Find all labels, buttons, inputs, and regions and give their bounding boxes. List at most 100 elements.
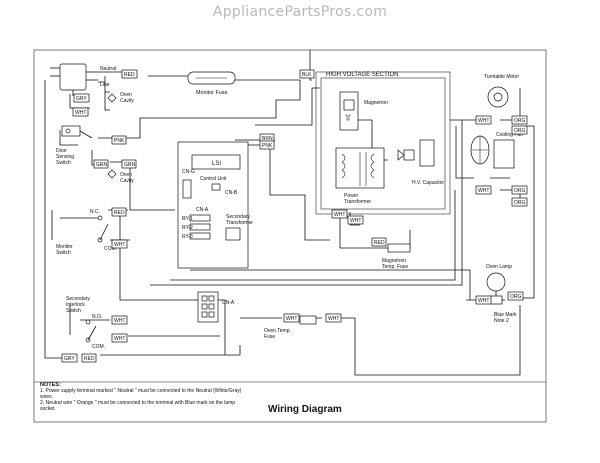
svg-text:WHT: WHT xyxy=(478,298,489,304)
tag-red-hv: RED xyxy=(371,237,387,247)
svg-text:PNK: PNK xyxy=(262,143,273,149)
svg-text:Control Unit: Control Unit xyxy=(200,176,227,182)
svg-text:Sensing: Sensing xyxy=(56,154,74,160)
svg-text:Oven: Oven xyxy=(120,172,132,178)
svg-text:Interlock: Interlock xyxy=(66,302,85,308)
svg-text:WHT: WHT xyxy=(114,242,125,248)
svg-text:Cavity: Cavity xyxy=(120,178,134,184)
tag-gry-top: GRY xyxy=(73,93,90,103)
svg-text:Oven Temp.: Oven Temp. xyxy=(264,328,291,334)
svg-text:WHT: WHT xyxy=(114,336,125,342)
secondary-interlock-switch: N.O. COM. Secondary Interlock Switch xyxy=(66,296,105,350)
tag-pnk-cn: PNK xyxy=(259,140,275,150)
tag-gry-bottom: GRY xyxy=(61,353,78,363)
tag-wht-fuse: WHT xyxy=(325,313,342,323)
svg-text:Neutral: Neutral xyxy=(100,66,116,72)
diagram-frame xyxy=(33,49,547,423)
svg-text:RED: RED xyxy=(114,210,125,216)
diagram-title: Wiring Diagram xyxy=(268,404,342,415)
tag-wht-tt: WHT xyxy=(475,115,492,125)
svg-text:CN-A: CN-A xyxy=(222,300,235,306)
svg-text:Power: Power xyxy=(344,193,359,199)
svg-text:H.V. Capacitor: H.V. Capacitor xyxy=(412,180,444,186)
turntable-motor: Turntable Motor xyxy=(484,74,519,108)
svg-text:Note 2: Note 2 xyxy=(494,318,509,324)
note-2: 2. Neutral wire " Orange " must be conne… xyxy=(40,400,236,412)
oven-cavity-top: Oven Cavity xyxy=(107,92,134,104)
svg-text:RY-3: RY-3 xyxy=(182,234,193,240)
watermark: AppliancePartsPros.com xyxy=(212,4,388,20)
tag-wht-sec: WHT xyxy=(111,315,128,325)
svg-text:RED: RED xyxy=(374,240,385,246)
svg-text:CN-G: CN-G xyxy=(182,169,195,175)
tag-wht-fan: WHT xyxy=(475,185,492,195)
lsi-label: LSI xyxy=(212,161,221,167)
svg-text:CN-A: CN-A xyxy=(196,207,209,213)
power-transformer: Power Transformer xyxy=(335,147,385,205)
svg-text:N.C.: N.C. xyxy=(90,209,100,215)
svg-text:Oven: Oven xyxy=(120,92,132,98)
svg-text:ORG: ORG xyxy=(514,200,526,206)
svg-text:Cooling Fan: Cooling Fan xyxy=(496,132,523,138)
monitor-switch: N.C. COM. Monitor Switch xyxy=(56,209,117,256)
tag-red-bottom: RED xyxy=(81,353,97,363)
svg-text:ORG: ORG xyxy=(514,118,526,124)
svg-text:Magnetron: Magnetron xyxy=(364,100,388,106)
svg-text:GRN: GRN xyxy=(96,162,108,168)
svg-text:Blue Mark: Blue Mark xyxy=(494,312,517,318)
tag-org-tt1: ORG xyxy=(511,115,528,125)
svg-text:Transformer: Transformer xyxy=(226,220,253,226)
svg-text:RED: RED xyxy=(124,72,135,78)
svg-text:Fuse: Fuse xyxy=(264,334,275,340)
oven-temp-fuse: Oven Temp. Fuse xyxy=(264,315,317,340)
svg-text:GRY: GRY xyxy=(76,96,87,102)
svg-text:COM.: COM. xyxy=(104,246,117,252)
magnetron: Magnetron xyxy=(339,91,388,131)
tag-grn-door: GRN xyxy=(93,159,109,169)
svg-text:RY-1: RY-1 xyxy=(182,216,193,222)
svg-text:PNK: PNK xyxy=(114,138,125,144)
svg-text:WHT: WHT xyxy=(478,118,489,124)
tag-wht-hv1: WHT xyxy=(331,209,348,219)
svg-text:ORG: ORG xyxy=(510,294,522,300)
svg-text:Switch: Switch xyxy=(56,160,71,166)
tag-blk-top: BLK xyxy=(299,69,315,79)
svg-text:Door: Door xyxy=(56,148,67,154)
tag-wht-sec2: WHT xyxy=(111,333,128,343)
notes: NOTES: 1. Power supply terminal marked "… xyxy=(40,382,250,412)
tag-org-fan1: ORG xyxy=(511,185,528,195)
hv-section-label: HIGH VOLTAGE SECTION xyxy=(326,72,398,78)
svg-text:Transformer: Transformer xyxy=(344,199,371,205)
svg-text:Magnetron: Magnetron xyxy=(382,258,406,264)
svg-text:Cavity: Cavity xyxy=(120,98,134,104)
note-1: 1. Power supply terminal marked " Neutra… xyxy=(40,388,242,400)
tag-wht-top: WHT xyxy=(72,107,89,117)
svg-text:Secondary: Secondary xyxy=(66,296,90,302)
svg-text:RED: RED xyxy=(84,356,95,362)
door-sensing-switch: Door Sensing Switch xyxy=(56,125,93,166)
monitor-fuse: Monitor Fuse xyxy=(187,71,236,96)
svg-text:BLK: BLK xyxy=(302,72,312,78)
notes-heading: NOTES: xyxy=(40,382,61,388)
svg-text:COM.: COM. xyxy=(92,344,105,350)
svg-text:Secondary: Secondary xyxy=(226,214,250,220)
tag-org-tt2: ORG xyxy=(511,125,528,135)
oven-lamp: Oven Lamp Blue Mark Note 2 xyxy=(486,264,517,324)
svg-text:Oven Lamp: Oven Lamp xyxy=(486,264,512,270)
svg-text:N.O.: N.O. xyxy=(92,314,102,320)
svg-text:Switch: Switch xyxy=(66,308,81,314)
svg-text:ORG: ORG xyxy=(514,128,526,134)
tag-org-lamp: ORG xyxy=(507,291,524,301)
tag-red-top: RED xyxy=(121,69,138,79)
tag-org-fan2: ORG xyxy=(511,197,528,207)
svg-text:WHT: WHT xyxy=(478,188,489,194)
svg-text:Temp. Fuse: Temp. Fuse xyxy=(382,264,408,270)
magnetron-temp-fuse: Magnetron Temp. Fuse xyxy=(382,243,411,270)
svg-text:RY-2: RY-2 xyxy=(182,225,193,231)
svg-text:WHT: WHT xyxy=(75,110,86,116)
svg-text:WHT: WHT xyxy=(334,212,345,218)
wire-tags: RED BLK GRY WHT PNK GRN GRN BRN PNK RED … xyxy=(61,69,528,363)
power-cord-plug: Neutral Line xyxy=(50,63,116,96)
tag-red-monitor: RED xyxy=(111,207,127,217)
cn-a-connector: CN-A xyxy=(197,291,235,323)
